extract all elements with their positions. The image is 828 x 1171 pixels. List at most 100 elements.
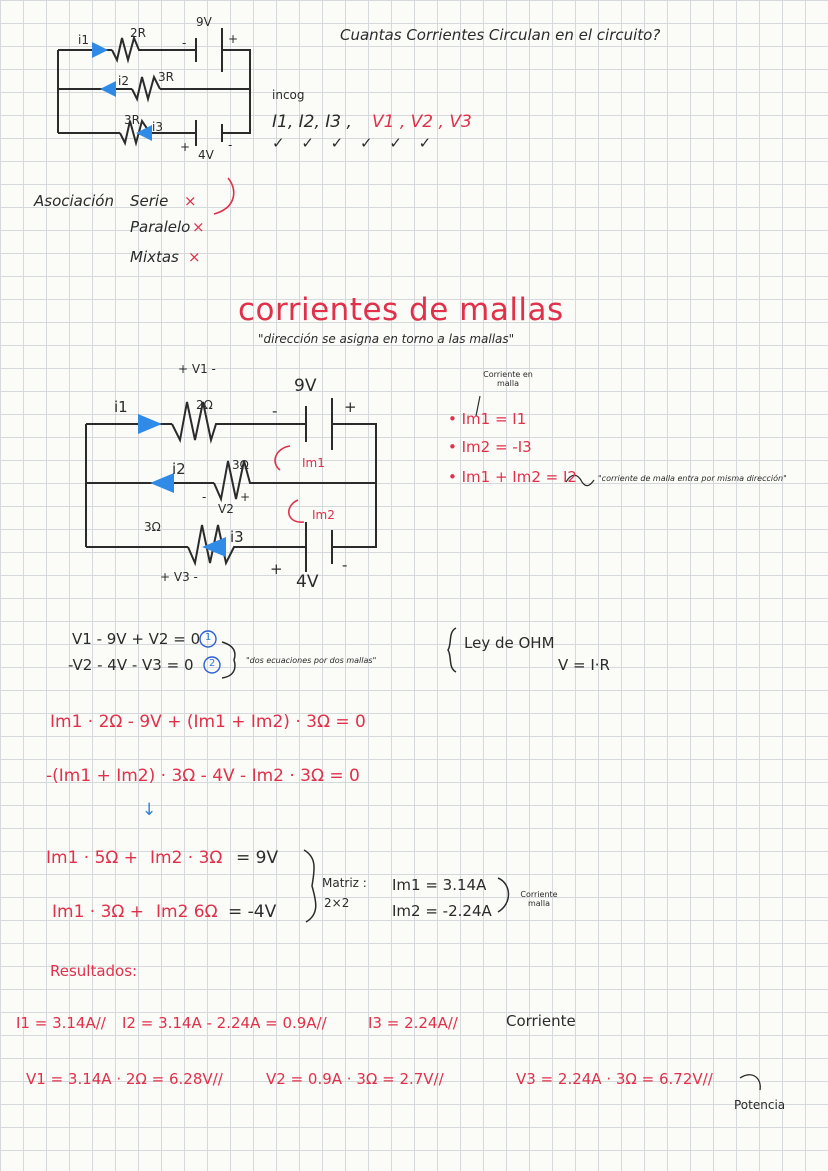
big-v1-label: + V1 - — [178, 362, 216, 376]
substitution-eq1: Im1 · 2Ω - 9V + (Im1 + Im2) · 3Ω = 0 — [50, 712, 366, 732]
result-i3: I3 = 2.24A// — [368, 1014, 458, 1032]
mesh2-arc — [288, 499, 305, 523]
small-r2-label: 3R — [158, 70, 174, 84]
small-arrow-i2 — [100, 81, 116, 97]
unknowns-currents: I1, I2, I3 , — [272, 112, 352, 132]
kvl-num2: 2 — [209, 658, 216, 669]
big-r2-label: 3Ω — [232, 458, 249, 472]
unknowns-label: incog — [272, 88, 305, 102]
small-arrow-i3 — [136, 125, 152, 141]
association-paralelo-mark: × — [192, 218, 205, 236]
red-curved-arrow — [213, 177, 235, 215]
system-eq2-part1: Im1 · 3Ω + — [52, 902, 145, 922]
system-eq1-part2: Im2 · 3Ω — [150, 848, 223, 868]
results-currents-tag: Corriente — [506, 1012, 576, 1030]
small-arrow-i1 — [92, 42, 108, 58]
small-source1-label: 9V — [196, 15, 212, 29]
mesh-note-line-2: • Im2 = -I3 — [448, 438, 532, 456]
big-i2-label: i2 — [172, 460, 186, 478]
big-i1-label: i1 — [114, 398, 128, 416]
big-r3-label: 3Ω — [144, 520, 161, 534]
solution-brace — [497, 877, 510, 913]
matrix-size: 2×2 — [324, 896, 350, 910]
mesh-note-comment: "corriente de malla entra por misma dire… — [598, 474, 787, 483]
result-v1: V1 = 3.14A · 2Ω = 6.28V// — [26, 1070, 223, 1088]
note-pointer — [475, 395, 481, 417]
mesh-note-line-3: • Im1 + Im2 = I2 — [448, 468, 577, 486]
result-i1: I1 = 3.14A// — [16, 1014, 106, 1032]
small-i2-label: i2 — [118, 74, 129, 88]
association-serie: Serie — [130, 192, 169, 210]
big-r1-label: 2Ω — [196, 398, 213, 412]
page-title: corrientes de mallas — [238, 292, 564, 328]
association-paralelo: Paralelo — [130, 218, 191, 236]
ohm-brace — [447, 627, 457, 673]
results-label: Resultados: — [50, 962, 138, 980]
mesh2-label: Im2 — [312, 508, 335, 522]
ohm-title: Ley de OHM — [464, 634, 555, 652]
kvl-eq2: -V2 - 4V - V3 = 0 — [68, 656, 194, 674]
big-minus-1: - — [272, 402, 278, 420]
small-plus-1: + — [228, 32, 239, 46]
matrix-label: Matriz : — [322, 876, 367, 890]
eq1-circle — [199, 630, 217, 648]
solution-im1: Im1 = 3.14A — [392, 876, 487, 894]
unknowns-voltages: V1 , V2 , V3 — [372, 112, 472, 132]
big-i3-label: i3 — [230, 528, 244, 546]
small-resistor-1 — [111, 34, 143, 64]
big-minus-3: - — [202, 490, 207, 504]
small-plus-2: + — [180, 140, 191, 154]
small-r1-label: 2R — [130, 26, 146, 40]
system-eq1-rhs: = 9V — [236, 848, 279, 868]
big-arrow-i2 — [150, 473, 174, 493]
system-eq1-part1: Im1 · 5Ω + — [46, 848, 139, 868]
association-mixtas-mark: × — [188, 248, 201, 266]
small-i1-label: i1 — [78, 33, 89, 47]
association-label: Asociación — [34, 192, 114, 210]
big-v2-label: V2 — [218, 502, 234, 516]
big-plus-3: + — [240, 490, 251, 504]
mesh-note-line-1: • Im1 = I1 — [448, 410, 527, 428]
small-resistor-3 — [119, 118, 151, 147]
note-squiggle-arrow — [565, 474, 595, 487]
big-frame-wires — [86, 423, 377, 548]
association-serie-mark: × — [184, 192, 197, 210]
kvl-note: "dos ecuaciones por dos mallas" — [246, 656, 377, 665]
unknowns-checks: ✓ ✓ ✓ ✓ ✓ ✓ — [272, 134, 438, 152]
substitution-eq2: -(Im1 + Im2) · 3Ω - 4V - Im2 · 3Ω = 0 — [46, 766, 360, 786]
system-eq2-part2: Im2 6Ω — [156, 902, 218, 922]
system-eq2-rhs: = -4V — [228, 902, 277, 922]
big-source2-label: 4V — [296, 572, 319, 592]
small-r3-label: 3R — [124, 113, 140, 127]
big-plus-1: + — [344, 398, 357, 416]
big-arrow-i1 — [138, 414, 162, 434]
mesh1-label: Im1 — [302, 456, 325, 470]
big-plus-2: + — [270, 560, 283, 578]
big-arrow-i3 — [202, 537, 226, 557]
mesh1-arc — [274, 445, 291, 471]
big-v3-label: + V3 - — [160, 570, 198, 584]
big-resistor-2 — [213, 460, 254, 503]
small-source2-label: 4V — [198, 148, 214, 162]
solution-note: Corriente malla — [520, 890, 558, 908]
results-voltages-tag: Potencia — [734, 1098, 786, 1112]
system-brace — [303, 849, 317, 923]
potencia-arrow — [739, 1074, 761, 1091]
small-circuit-wires — [58, 49, 251, 134]
big-source1-label: 9V — [294, 376, 317, 396]
down-arrow: ↓ — [142, 800, 157, 820]
big-resistor-1 — [171, 401, 222, 444]
ohm-formula: V = I·R — [558, 656, 610, 674]
question-text: Cuantas Corrientes Circulan en el circui… — [340, 26, 661, 44]
small-i3-label: i3 — [152, 120, 163, 134]
association-mixtas: Mixtas — [130, 248, 179, 266]
kvl-eq1: V1 - 9V + V2 = 0 — [72, 630, 201, 648]
big-minus-2: - — [342, 556, 348, 574]
result-v3: V3 = 2.24A · 3Ω = 6.72V// — [516, 1070, 713, 1088]
result-i2: I2 = 3.14A - 2.24A = 0.9A// — [122, 1014, 327, 1032]
small-minus-2: - — [228, 138, 233, 152]
kvl-brace — [221, 641, 236, 679]
result-v2: V2 = 0.9A · 3Ω = 2.7V// — [266, 1070, 444, 1088]
